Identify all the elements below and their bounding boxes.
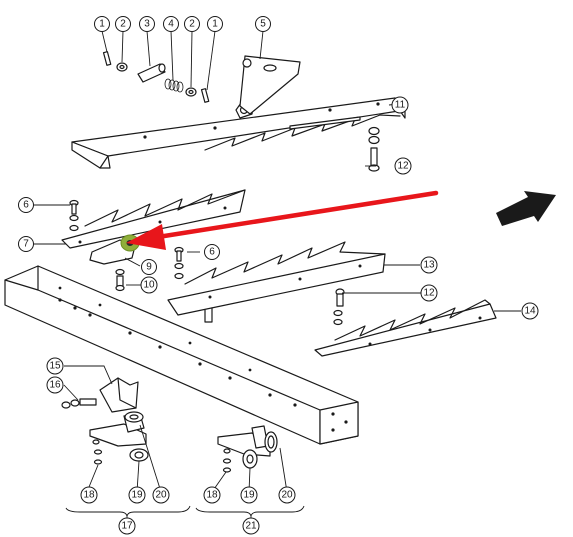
callout-12-middle: 12 <box>420 284 438 302</box>
red-arrow-icon <box>126 190 439 250</box>
svg-text:15: 15 <box>49 361 61 372</box>
svg-text:3: 3 <box>144 19 150 30</box>
hardware-10 <box>115 268 125 292</box>
svg-text:5: 5 <box>260 19 266 30</box>
callout-16: 16 <box>46 376 64 394</box>
svg-text:12: 12 <box>397 161 409 172</box>
small-hardware-top <box>102 51 210 103</box>
callout-9: 9 <box>141 259 157 275</box>
callout-20-right: 20 <box>278 486 296 504</box>
svg-text:6: 6 <box>209 247 215 258</box>
svg-text:19: 19 <box>131 490 143 501</box>
callout-1-top-right: 1 <box>207 16 223 32</box>
callout-12-top: 12 <box>394 157 412 175</box>
spring-icon <box>164 78 184 93</box>
serrated-blade-7 <box>61 189 246 249</box>
callout-18-right: 18 <box>203 486 221 504</box>
callout-2-top-left: 2 <box>115 16 131 32</box>
bolt-6-left <box>69 199 79 232</box>
svg-text:18: 18 <box>83 490 95 501</box>
callout-6-left: 6 <box>18 197 34 213</box>
bracket-plate-5 <box>239 55 301 115</box>
svg-text:21: 21 <box>245 521 257 532</box>
mounting-bracket-right <box>217 425 278 473</box>
svg-text:7: 7 <box>23 239 29 250</box>
callout-2-top-right: 2 <box>184 16 200 32</box>
svg-text:11: 11 <box>395 100 406 111</box>
svg-text:14: 14 <box>524 306 536 317</box>
callout-7: 7 <box>18 236 34 252</box>
svg-text:1: 1 <box>212 19 218 30</box>
callout-3: 3 <box>139 16 155 32</box>
svg-text:20: 20 <box>155 490 167 501</box>
callout-19-right: 19 <box>240 486 258 504</box>
svg-text:18: 18 <box>206 490 218 501</box>
callout-17: 17 <box>118 517 136 535</box>
callout-6-middle: 6 <box>204 244 220 260</box>
svg-text:17: 17 <box>121 521 133 532</box>
callout-19-left: 19 <box>128 486 146 504</box>
callout-15: 15 <box>46 357 64 375</box>
svg-text:19: 19 <box>243 490 255 501</box>
mounting-rail <box>71 95 406 169</box>
callout-13: 13 <box>420 256 438 274</box>
serrated-blade-13 <box>167 241 386 323</box>
callout-5: 5 <box>255 16 271 32</box>
callout-20-left: 20 <box>152 486 170 504</box>
svg-text:16: 16 <box>49 380 61 391</box>
bolt-12-top <box>368 126 380 172</box>
solid-black-arrow-icon <box>496 191 556 226</box>
bolt-16 <box>61 398 97 409</box>
svg-text:20: 20 <box>281 490 293 501</box>
rail-holes <box>143 102 380 139</box>
callout-11: 11 <box>391 96 409 114</box>
beam-holes <box>58 286 348 432</box>
serrated-blade-14 <box>314 299 497 357</box>
svg-text:1: 1 <box>99 19 105 30</box>
bolt-12-middle <box>333 288 345 326</box>
callout-21: 21 <box>242 517 260 535</box>
svg-text:2: 2 <box>120 19 126 30</box>
callout-10: 10 <box>140 276 158 294</box>
svg-text:6: 6 <box>23 200 29 211</box>
mounting-bracket-left <box>89 411 149 465</box>
frame-beam <box>4 265 359 445</box>
svg-text:9: 9 <box>146 262 152 273</box>
bolt-6-middle <box>174 246 184 280</box>
callout-4: 4 <box>163 16 179 32</box>
callout-18-left: 18 <box>80 486 98 504</box>
callout-1-top-left: 1 <box>94 16 110 32</box>
leader-lines <box>34 30 521 518</box>
svg-text:2: 2 <box>189 19 195 30</box>
svg-text:10: 10 <box>143 280 155 291</box>
svg-text:4: 4 <box>168 19 174 30</box>
svg-text:13: 13 <box>423 260 435 271</box>
bracket-15 <box>99 377 139 413</box>
svg-text:12: 12 <box>423 288 435 299</box>
callout-14: 14 <box>521 302 539 320</box>
